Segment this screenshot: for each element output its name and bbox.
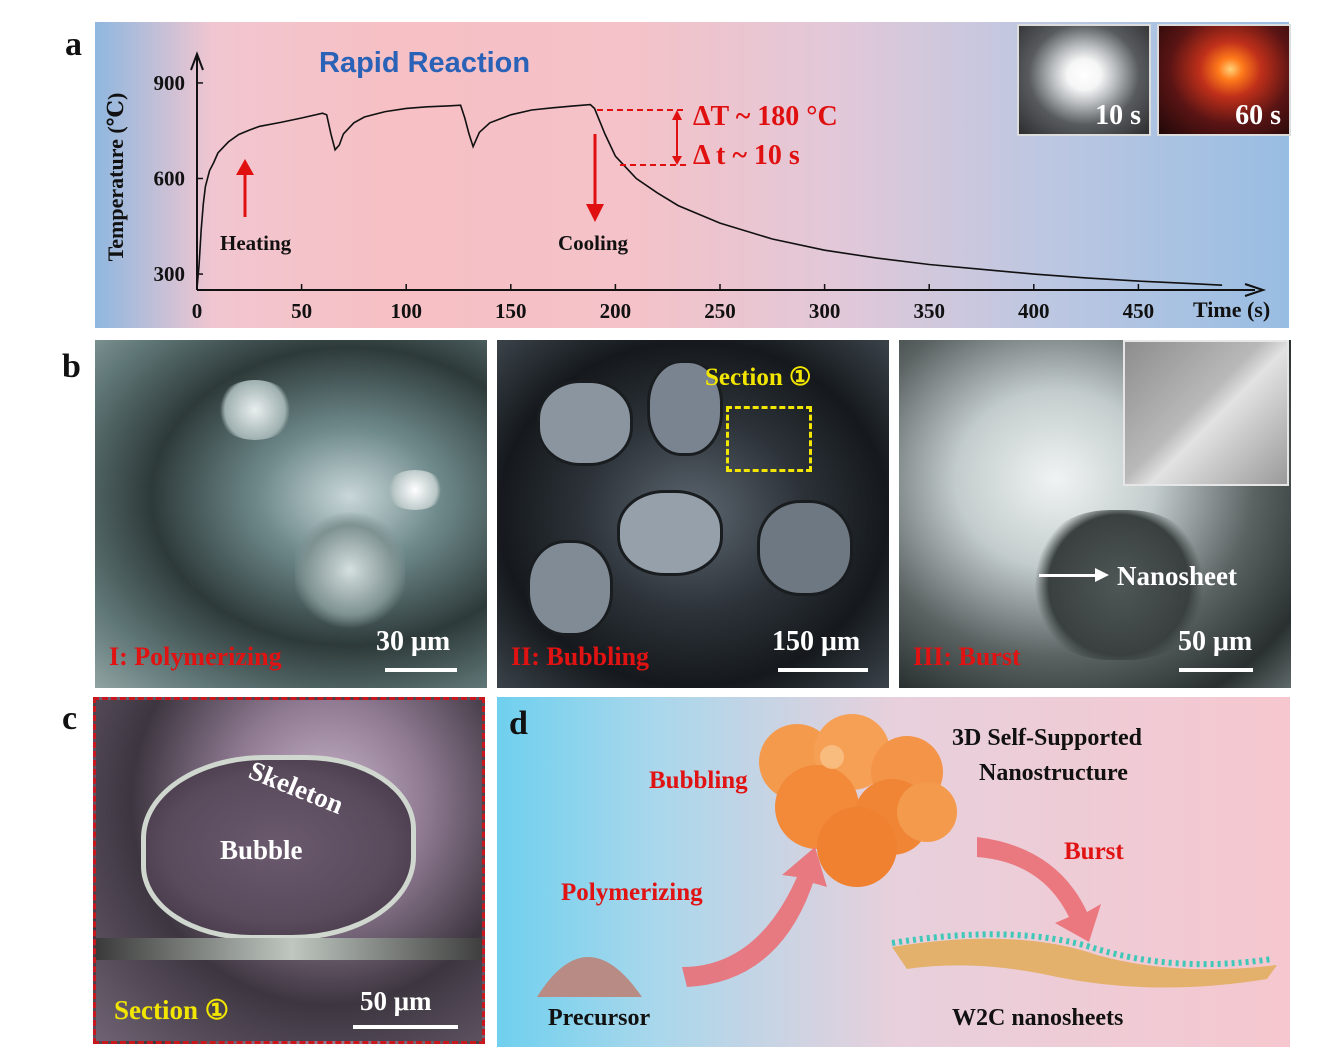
panel-label-b: b [62, 348, 81, 385]
chart-title: Rapid Reaction [319, 47, 530, 79]
section-box [726, 406, 812, 472]
scale-bar [1179, 668, 1253, 672]
schematic-graphics [537, 714, 1277, 997]
burst-label: Burst [1064, 838, 1124, 865]
temperature-chart: 0 50 100 150 200 250 300 350 400 450 300 600 900 Rap… [103, 47, 1270, 323]
bubble-cluster-illustration [759, 714, 957, 887]
scale-bar [353, 1025, 458, 1029]
scale-label: 50 μm [1178, 626, 1253, 657]
y-tick-label: 900 [154, 71, 186, 95]
precursor-label: Precursor [548, 1005, 651, 1031]
sem-inset [1123, 340, 1289, 486]
skeleton-band [96, 938, 482, 960]
x-tick-label: 250 [704, 299, 736, 323]
panel-label-d: d [509, 705, 528, 742]
y-tick-label: 300 [154, 262, 186, 286]
heating-arrow [236, 159, 254, 217]
bubbling-label: Bubbling [649, 767, 748, 794]
stage-label: III: Burst [913, 642, 1021, 671]
panel-label-a: a [65, 26, 82, 63]
scale-bar [385, 668, 457, 672]
section-micrograph: Skeleton Bubble Section ① 50 μm [93, 697, 485, 1044]
reaction-photo-10s: 10 s [1017, 24, 1151, 136]
photo-time-label: 10 s [1095, 100, 1141, 131]
temperature-chart-panel: 0 50 100 150 200 250 300 350 400 450 300 600 900 Rap… [95, 22, 1291, 328]
process-schematic: d Bubbling 3D Self-Supported Nanostructu… [497, 697, 1290, 1047]
chart-axes [190, 51, 1267, 297]
x-axis-arrowhead [1244, 283, 1267, 297]
x-tick-label: 50 [291, 299, 312, 323]
stage-label: II: Bubbling [511, 642, 650, 671]
cooling-arrow [586, 134, 604, 222]
polymerizing-micrograph: I: Polymerizing 30 μm [95, 340, 487, 688]
scale-label: 50 μm [360, 986, 432, 1016]
x-tick-label: 400 [1018, 299, 1050, 323]
nanosheet-atoms [891, 931, 1273, 968]
panel-label-c: c [62, 700, 78, 737]
scale-label: 150 μm [772, 626, 861, 657]
x-tick-label: 450 [1123, 299, 1155, 323]
polymerizing-arrow [682, 847, 827, 987]
precursor-pile-illustration [537, 957, 642, 997]
scale-label: 30 μm [376, 626, 451, 657]
x-tick-label: 0 [192, 299, 203, 323]
delta-temperature-label: ΔT ~ 180 °C [693, 101, 838, 132]
structure-label-line1: 3D Self-Supported [952, 725, 1143, 751]
structure-label-line2: Nanostructure [979, 760, 1128, 786]
photo-time-label: 60 s [1235, 100, 1281, 131]
y-tick-label: 600 [154, 167, 186, 191]
stage-label: I: Polymerizing [109, 642, 282, 671]
arrow-head [1095, 568, 1109, 582]
x-tick-label: 150 [495, 299, 527, 323]
burst-arrow [977, 837, 1101, 942]
scale-bar [778, 668, 868, 672]
cooling-label: Cooling [558, 231, 629, 255]
delta-marker [597, 109, 687, 166]
x-tick-label: 300 [809, 299, 841, 323]
bubble-outline [141, 755, 416, 940]
temperature-curve [196, 103, 1223, 289]
y-axis-label: Temperature (℃) [103, 93, 128, 262]
chart-ticks: 0 50 100 150 200 250 300 350 400 450 300 600 900 [154, 71, 1155, 323]
nanosheet-arrow [1039, 574, 1099, 577]
delta-time-label: Δ t ~ 10 s [693, 140, 800, 171]
x-axis-label: Time (s) [1193, 297, 1270, 322]
bubble-label: Bubble [220, 835, 303, 865]
chart-series [196, 103, 1223, 289]
heating-label: Heating [220, 231, 292, 255]
polymerizing-label: Polymerizing [561, 879, 703, 906]
product-label: W2C nanosheets [952, 1005, 1124, 1031]
x-tick-label: 100 [390, 299, 422, 323]
reaction-photo-60s: 60 s [1157, 24, 1291, 136]
bubbling-micrograph: Section ① II: Bubbling 150 μm [497, 340, 889, 688]
x-tick-label: 200 [600, 299, 632, 323]
section-label: Section ① [114, 995, 229, 1025]
nanosheet-illustration [892, 938, 1277, 988]
burst-micrograph: Nanosheet III: Burst 50 μm [899, 340, 1291, 688]
section-label: Section ① [705, 364, 812, 391]
nanosheet-label: Nanosheet [1117, 561, 1237, 591]
x-tick-label: 350 [913, 299, 945, 323]
y-axis-arrowhead [190, 51, 204, 71]
